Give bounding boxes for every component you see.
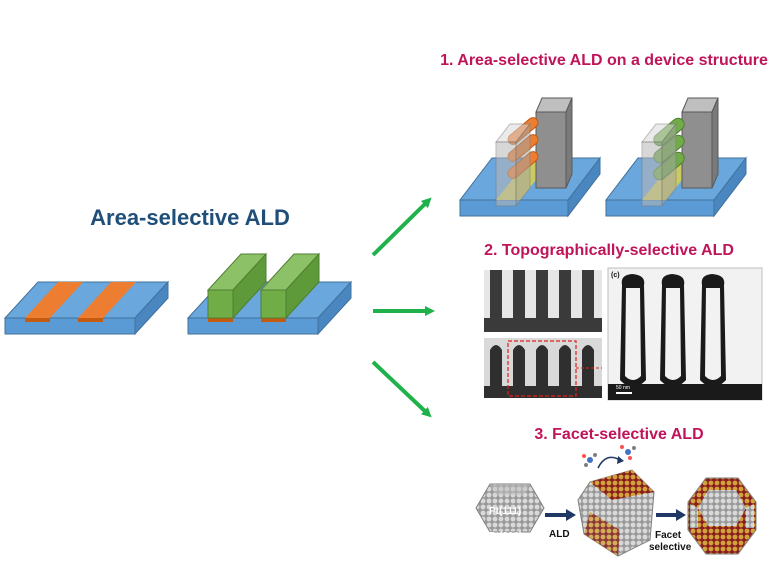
- arrow-to-section-3: [371, 360, 432, 418]
- main-title: Area-selective ALD: [90, 205, 290, 230]
- facet-step-label-2: selective: [649, 542, 692, 553]
- tem-zoomed-panel: (c) 50 nm: [607, 267, 763, 401]
- arrow-to-section-1: [371, 197, 432, 257]
- selective-growth-substrate: [186, 252, 353, 336]
- ald-step-label: ALD: [549, 529, 570, 540]
- section-1-title: 1. Area-selective ALD on a device struct…: [440, 52, 768, 69]
- crystal-label-200: Pt(200): [489, 531, 522, 542]
- crystal-label-111: Pt(111): [489, 506, 521, 517]
- zoom-highlight-box: [507, 340, 577, 397]
- tem-panel-tag: (c): [611, 272, 620, 279]
- device-structure-orange: [458, 97, 602, 218]
- precursor-molecule-icon: [582, 453, 597, 467]
- nanocrystal-during-ald: [577, 445, 655, 557]
- pt-nanocrystal: Pt(111) Pt(200): [475, 483, 545, 542]
- facet-coated-nanocrystal: [687, 477, 757, 555]
- device-structure-green: [604, 97, 748, 218]
- tem-trenches-bottom: [484, 338, 602, 398]
- tem-scale-label: 50 nm: [616, 385, 630, 391]
- tem-trenches-top: [484, 270, 602, 332]
- facet-step-label-1: Facet: [655, 530, 682, 541]
- patterned-substrate: [3, 280, 170, 336]
- precursor-molecule-icon: [620, 445, 636, 460]
- section-2-title: 2. Topographically-selective ALD: [484, 242, 734, 259]
- section-3-title: 3. Facet-selective ALD: [534, 426, 704, 443]
